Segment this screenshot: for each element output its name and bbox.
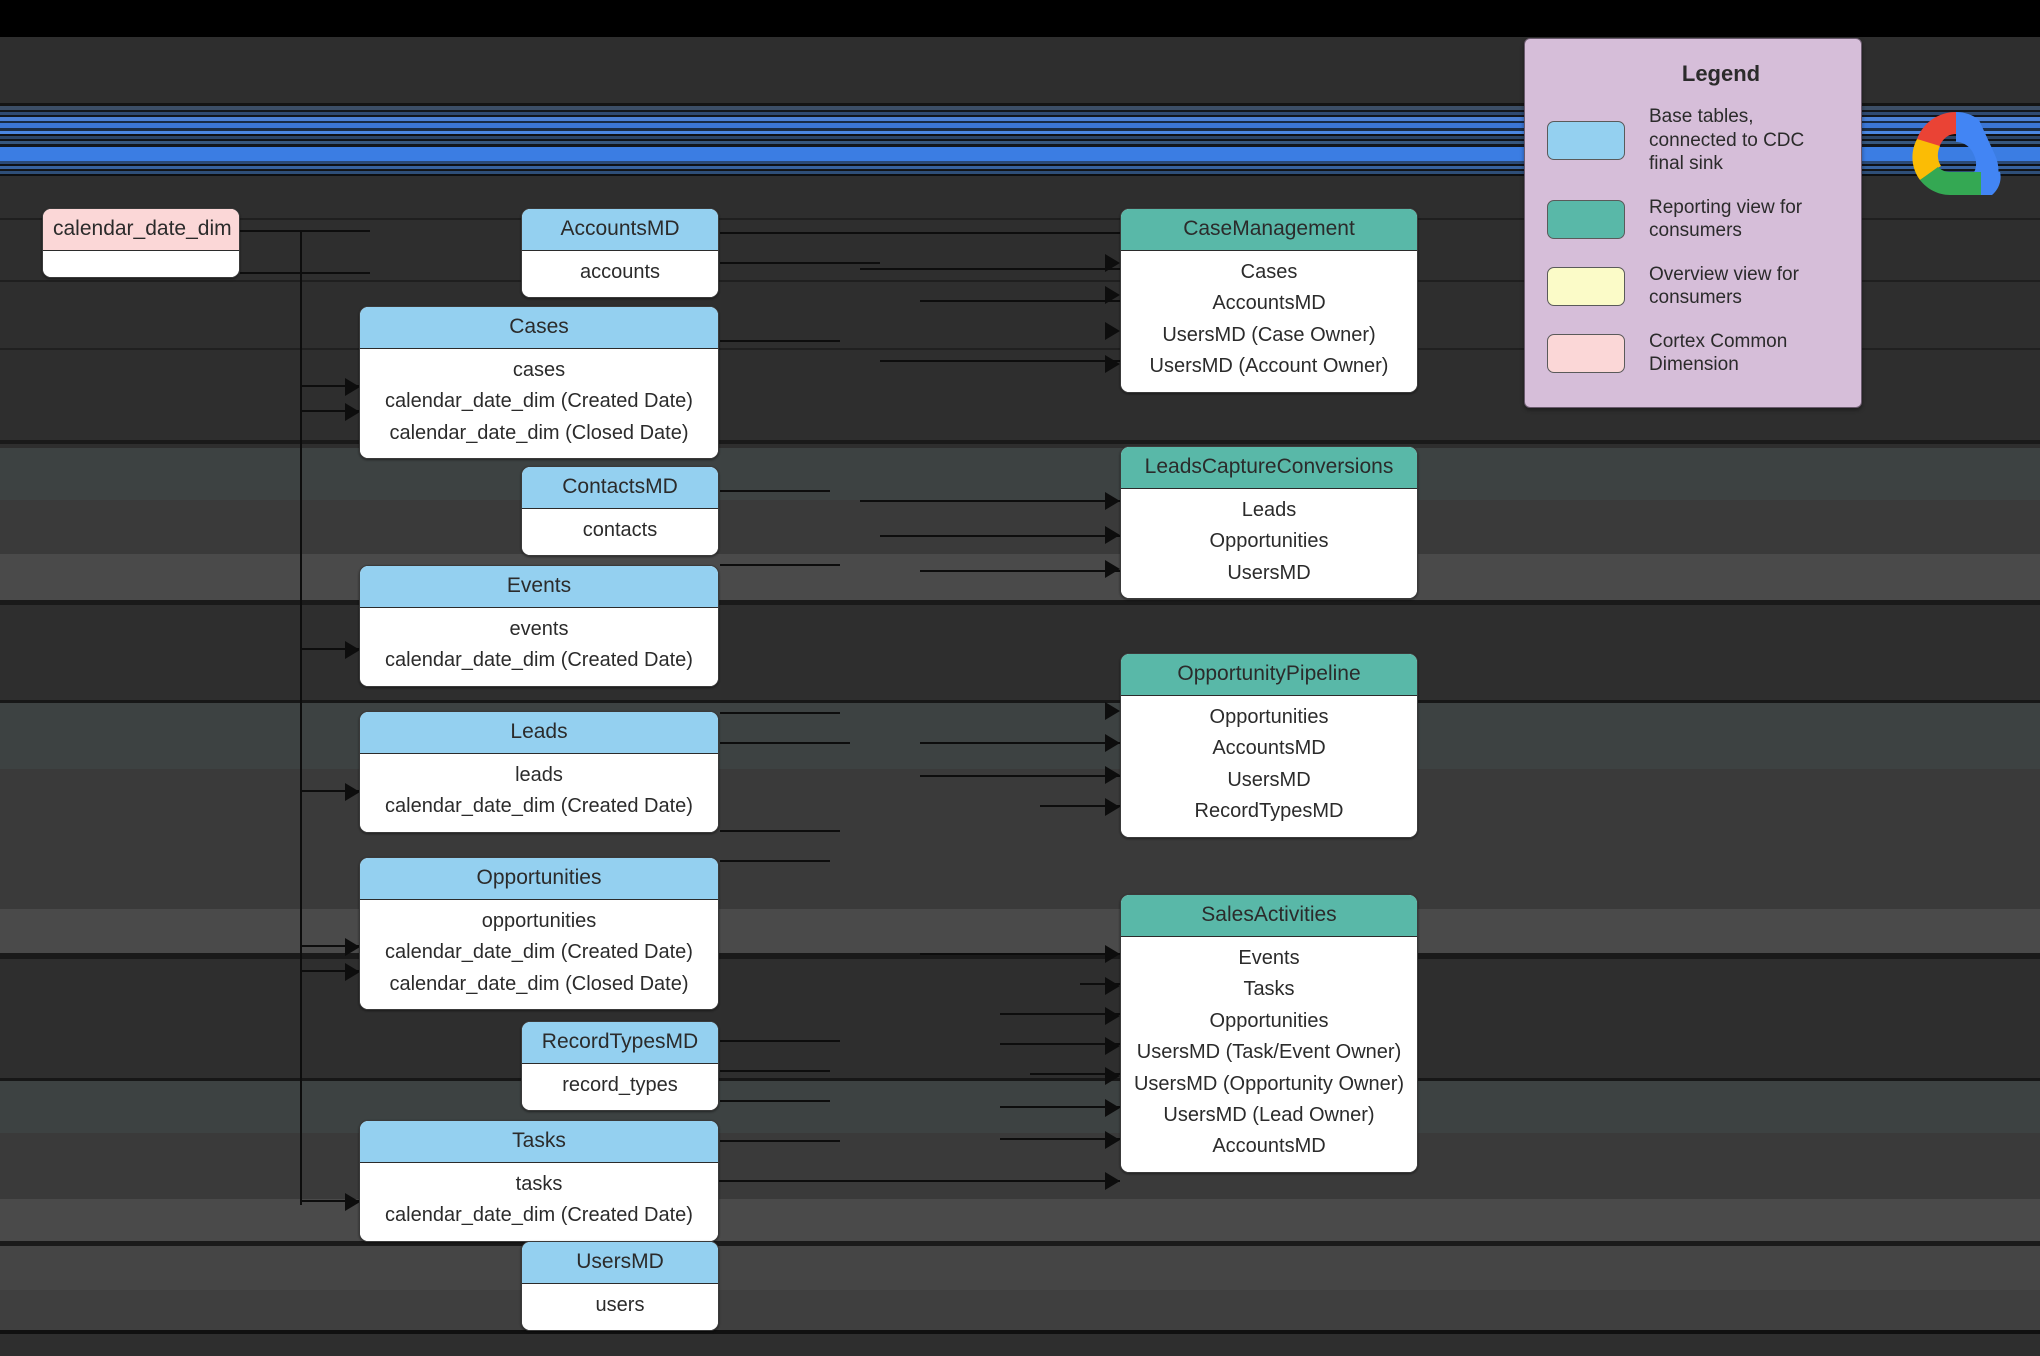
node-row: UsersMD	[1227, 561, 1311, 584]
node-row: contacts	[582, 519, 658, 542]
node-row: UsersMD (Lead Owner)	[1163, 1104, 1375, 1126]
node-body: leads calendar_date_dim (Created Date)	[360, 754, 718, 832]
logo-segment-green	[1920, 167, 1981, 195]
logo-segment-yellow	[1912, 139, 1941, 180]
node-row: users	[595, 1294, 645, 1317]
node-body: Opportunities AccountsMD UsersMD RecordT…	[1121, 696, 1417, 837]
legend-swatch-overview-view	[1547, 266, 1625, 306]
node-body	[43, 251, 239, 278]
node-title: SalesActivities	[1121, 895, 1417, 938]
node-body: events calendar_date_dim (Created Date)	[360, 608, 718, 686]
node-body: Leads Opportunities UsersMD	[1121, 489, 1417, 599]
node-title: calendar_date_dim	[43, 209, 239, 252]
node-calendar-date-dim[interactable]: calendar_date_dim	[42, 208, 240, 279]
legend-item-overview-view: Overview view for consumers	[1547, 263, 1843, 310]
node-row: Opportunities	[1209, 706, 1329, 729]
node-title: ContactsMD	[522, 467, 718, 510]
google-cloud-logo	[1896, 106, 2016, 198]
node-row: cases	[512, 359, 566, 382]
node-title: OpportunityPipeline	[1121, 654, 1417, 697]
node-events[interactable]: Events events calendar_date_dim (Created…	[359, 565, 719, 687]
node-body: Events Tasks Opportunities UsersMD (Task…	[1121, 937, 1417, 1172]
node-opportunitypipeline[interactable]: OpportunityPipeline Opportunities Accoun…	[1120, 653, 1418, 838]
node-title: LeadsCaptureConversions	[1121, 447, 1417, 490]
legend-label: Reporting view for consumers	[1649, 196, 1803, 242]
node-recordtypesmd[interactable]: RecordTypesMD record_types	[521, 1021, 719, 1112]
node-row: calendar_date_dim (Created Date)	[385, 1204, 693, 1227]
node-row: calendar_date_dim (Created Date)	[385, 795, 693, 818]
node-row: record_types	[562, 1074, 678, 1097]
node-title: Leads	[360, 712, 718, 755]
legend-label: Base tables, connected to CDC final sink	[1649, 106, 1805, 175]
node-row: AccountsMD	[1212, 292, 1326, 315]
node-row: calendar_date_dim (Closed Date)	[389, 972, 689, 995]
node-row: tasks	[515, 1173, 563, 1196]
node-casemanagement[interactable]: CaseManagement Cases AccountsMD UsersMD …	[1120, 208, 1418, 393]
legend-swatch-reporting-view	[1547, 199, 1625, 239]
node-row: UsersMD (Case Owner)	[1162, 323, 1376, 346]
node-row: AccountsMD	[1212, 1135, 1326, 1158]
node-body: Cases AccountsMD UsersMD (Case Owner) Us…	[1121, 251, 1417, 392]
node-row: calendar_date_dim (Created Date)	[385, 941, 693, 964]
legend-item-cortex-dimension: Cortex Common Dimension	[1547, 330, 1843, 377]
node-row: Events	[1238, 947, 1300, 970]
node-row: Tasks	[1243, 978, 1295, 1001]
node-row: Opportunities	[1209, 1009, 1329, 1032]
logo-segment-red	[1917, 112, 1956, 148]
node-row: opportunities	[481, 910, 597, 933]
node-row: Cases	[1240, 261, 1298, 284]
node-usersmd[interactable]: UsersMD users	[521, 1241, 719, 1332]
node-title: UsersMD	[522, 1242, 718, 1285]
node-row: UsersMD	[1227, 768, 1311, 791]
logo-segment-blue-2	[1981, 172, 2001, 195]
legend-item-base-tables: Base tables, connected to CDC final sink	[1547, 105, 1843, 176]
legend-swatch-cortex-dimension	[1547, 333, 1625, 373]
node-opportunities[interactable]: Opportunities opportunities calendar_dat…	[359, 857, 719, 1011]
node-body: tasks calendar_date_dim (Created Date)	[360, 1163, 718, 1241]
node-body: record_types	[522, 1064, 718, 1111]
node-row: accounts	[579, 261, 661, 284]
node-title: Cases	[360, 307, 718, 350]
node-row: UsersMD (Opportunity Owner)	[1133, 1072, 1405, 1095]
node-row: AccountsMD	[1212, 737, 1326, 760]
node-body: accounts	[522, 251, 718, 298]
node-cases[interactable]: Cases cases calendar_date_dim (Created D…	[359, 306, 719, 460]
node-title: Opportunities	[360, 858, 718, 901]
node-leadscaptureconversions[interactable]: LeadsCaptureConversions Leads Opportunit…	[1120, 446, 1418, 600]
node-title: AccountsMD	[522, 209, 718, 252]
legend-label: Overview view for consumers	[1649, 263, 1799, 309]
legend-title: Legend	[1681, 61, 1761, 86]
node-row: leads	[515, 764, 563, 787]
node-row: RecordTypesMD	[1194, 800, 1344, 823]
node-body: users	[522, 1284, 718, 1331]
node-leads[interactable]: Leads leads calendar_date_dim (Created D…	[359, 711, 719, 833]
legend-label: Cortex Common Dimension	[1649, 330, 1788, 376]
node-title: Tasks	[360, 1121, 718, 1164]
node-row: calendar_date_dim (Created Date)	[385, 390, 693, 413]
node-salesactivities[interactable]: SalesActivities Events Tasks Opportuniti…	[1120, 894, 1418, 1173]
node-contactsmd[interactable]: ContactsMD contacts	[521, 466, 719, 557]
node-row: UsersMD (Task/Event Owner)	[1136, 1041, 1402, 1064]
node-row: events	[509, 618, 569, 641]
node-row: calendar_date_dim (Created Date)	[385, 649, 693, 672]
node-title: Events	[360, 566, 718, 609]
node-body: cases calendar_date_dim (Created Date) c…	[360, 349, 718, 459]
legend-panel: Legend Base tables, connected to CDC fin…	[1524, 38, 1862, 408]
legend-swatch-base-tables	[1547, 120, 1625, 160]
node-body: contacts	[522, 509, 718, 556]
node-row: UsersMD (Account Owner)	[1149, 355, 1389, 378]
node-body: opportunities calendar_date_dim (Created…	[360, 900, 718, 1010]
legend-item-reporting-view: Reporting view for consumers	[1547, 196, 1843, 243]
node-row: calendar_date_dim (Closed Date)	[389, 421, 689, 444]
node-title: CaseManagement	[1121, 209, 1417, 252]
node-row: Leads	[1241, 499, 1297, 522]
node-accountsmd[interactable]: AccountsMD accounts	[521, 208, 719, 299]
node-title: RecordTypesMD	[522, 1022, 718, 1065]
node-tasks[interactable]: Tasks tasks calendar_date_dim (Created D…	[359, 1120, 719, 1242]
node-row: Opportunities	[1209, 530, 1329, 553]
